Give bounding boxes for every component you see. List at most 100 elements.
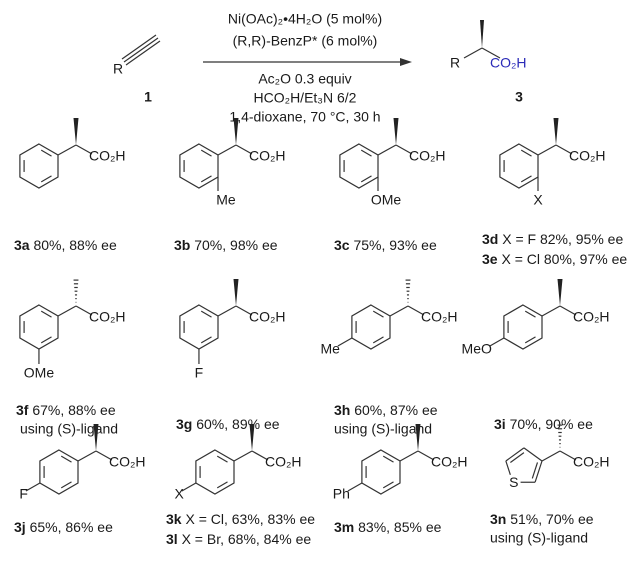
- benzene-ring: [503, 304, 543, 350]
- yield-ee: 60%, 89% ee: [196, 416, 279, 432]
- double-bond: [372, 310, 384, 318]
- acid-group: CO₂H: [573, 309, 610, 325]
- alkyne-bond: [121, 34, 157, 60]
- compound-label: 3d X = F 82%, 95% ee: [482, 231, 623, 247]
- alkyne-bond: [125, 40, 161, 66]
- compound-id: 3h: [334, 402, 350, 418]
- condition-below: 1,4-dioxane, 70 °C, 30 h: [229, 109, 380, 125]
- compound-id: 3b: [174, 237, 190, 253]
- bond: [559, 450, 577, 461]
- acid-group: CO₂H: [89, 309, 126, 325]
- bond: [505, 460, 511, 475]
- compound-id: 3c: [334, 237, 350, 253]
- double-bond: [510, 452, 525, 463]
- substituent: X: [533, 192, 543, 208]
- yield-ee: X = F 82%, 95% ee: [502, 231, 623, 247]
- compound-3g: CO₂H F 3g 60%, 89% ee: [176, 279, 286, 432]
- substituent: F: [19, 486, 28, 502]
- compound-id: 3a: [14, 237, 30, 253]
- double-bond: [216, 455, 228, 463]
- yield-ee: 60%, 87% ee: [354, 402, 437, 418]
- bond: [377, 144, 397, 156]
- substituent: X: [175, 486, 185, 502]
- product-acid-group: CO₂H: [490, 55, 527, 71]
- bond: [489, 337, 505, 347]
- bond: [395, 144, 413, 155]
- yield-ee: 51%, 70% ee: [510, 511, 593, 527]
- compound-label: 3b 70%, 98% ee: [174, 237, 278, 253]
- product-id: 3: [515, 89, 523, 105]
- acid-group: CO₂H: [569, 148, 606, 164]
- bond: [347, 482, 363, 492]
- acid-group: CO₂H: [249, 148, 286, 164]
- compound-id: 3l: [166, 531, 178, 547]
- compound-label: 3k X = Cl, 63%, 83% ee: [166, 511, 315, 527]
- bond: [523, 447, 543, 462]
- bond: [417, 450, 435, 461]
- bond: [541, 450, 561, 462]
- compound-label: 3h 60%, 87% ee: [334, 402, 438, 418]
- bond: [77, 450, 97, 462]
- reactant-r-group: R: [113, 61, 123, 77]
- substituent: OMe: [371, 192, 402, 208]
- compound-id: 3j: [14, 519, 26, 535]
- bond: [407, 305, 425, 316]
- double-bond: [360, 175, 372, 183]
- compound-label: 3i 70%, 90% ee: [494, 416, 593, 432]
- yield-ee: 70%, 90% ee: [510, 416, 593, 432]
- yield-ee: 83%, 85% ee: [358, 519, 441, 535]
- bond: [75, 305, 93, 316]
- bond: [541, 305, 561, 317]
- benzene-ring: [361, 449, 401, 495]
- bond: [217, 144, 237, 156]
- compound-3b: CO₂H Me 3b 70%, 98% ee: [174, 118, 286, 253]
- double-bond: [360, 149, 372, 157]
- double-bond: [200, 149, 212, 157]
- acid-group: CO₂H: [265, 454, 302, 470]
- yield-ee: 67%, 88% ee: [32, 402, 115, 418]
- compound-id: 3e: [482, 251, 498, 267]
- compound-id: 3m: [334, 519, 354, 535]
- arrow-head-icon: [400, 58, 412, 66]
- compound-label: 3g 60%, 89% ee: [176, 416, 280, 432]
- benzene-ring: [195, 449, 235, 495]
- wedge-bond: [249, 424, 255, 451]
- substituent: Me: [216, 192, 236, 208]
- acid-group: CO₂H: [249, 309, 286, 325]
- bond: [235, 305, 253, 316]
- double-bond: [524, 336, 536, 344]
- compound-label: 3c 75%, 93% ee: [334, 237, 437, 253]
- double-bond: [531, 462, 539, 479]
- bond: [233, 450, 253, 462]
- wedge-bond: [480, 20, 484, 48]
- double-bond: [40, 175, 52, 183]
- acid-group: CO₂H: [421, 309, 458, 325]
- bond: [555, 144, 573, 155]
- double-bond: [216, 481, 228, 489]
- yield-ee: X = Br, 68%, 84% ee: [182, 531, 312, 547]
- product-r-group: R: [450, 55, 460, 71]
- compound-label: 3m 83%, 85% ee: [334, 519, 442, 535]
- double-bond: [60, 481, 72, 489]
- substituent: F: [195, 365, 204, 381]
- wedge-bond: [93, 424, 99, 451]
- double-bond: [520, 149, 532, 157]
- benzene-ring: [339, 143, 379, 189]
- compound-id: 3g: [176, 416, 192, 432]
- bond: [537, 144, 557, 156]
- bond: [235, 144, 253, 155]
- condition-above: Ni(OAc)₂•4H₂O (5 mol%): [228, 11, 382, 27]
- bond: [57, 305, 77, 317]
- wedge-bond: [393, 118, 399, 145]
- benzene-ring: [179, 304, 219, 350]
- bond: [181, 482, 197, 492]
- double-bond: [200, 336, 212, 344]
- double-bond: [524, 310, 536, 318]
- wedge-bond: [557, 279, 563, 306]
